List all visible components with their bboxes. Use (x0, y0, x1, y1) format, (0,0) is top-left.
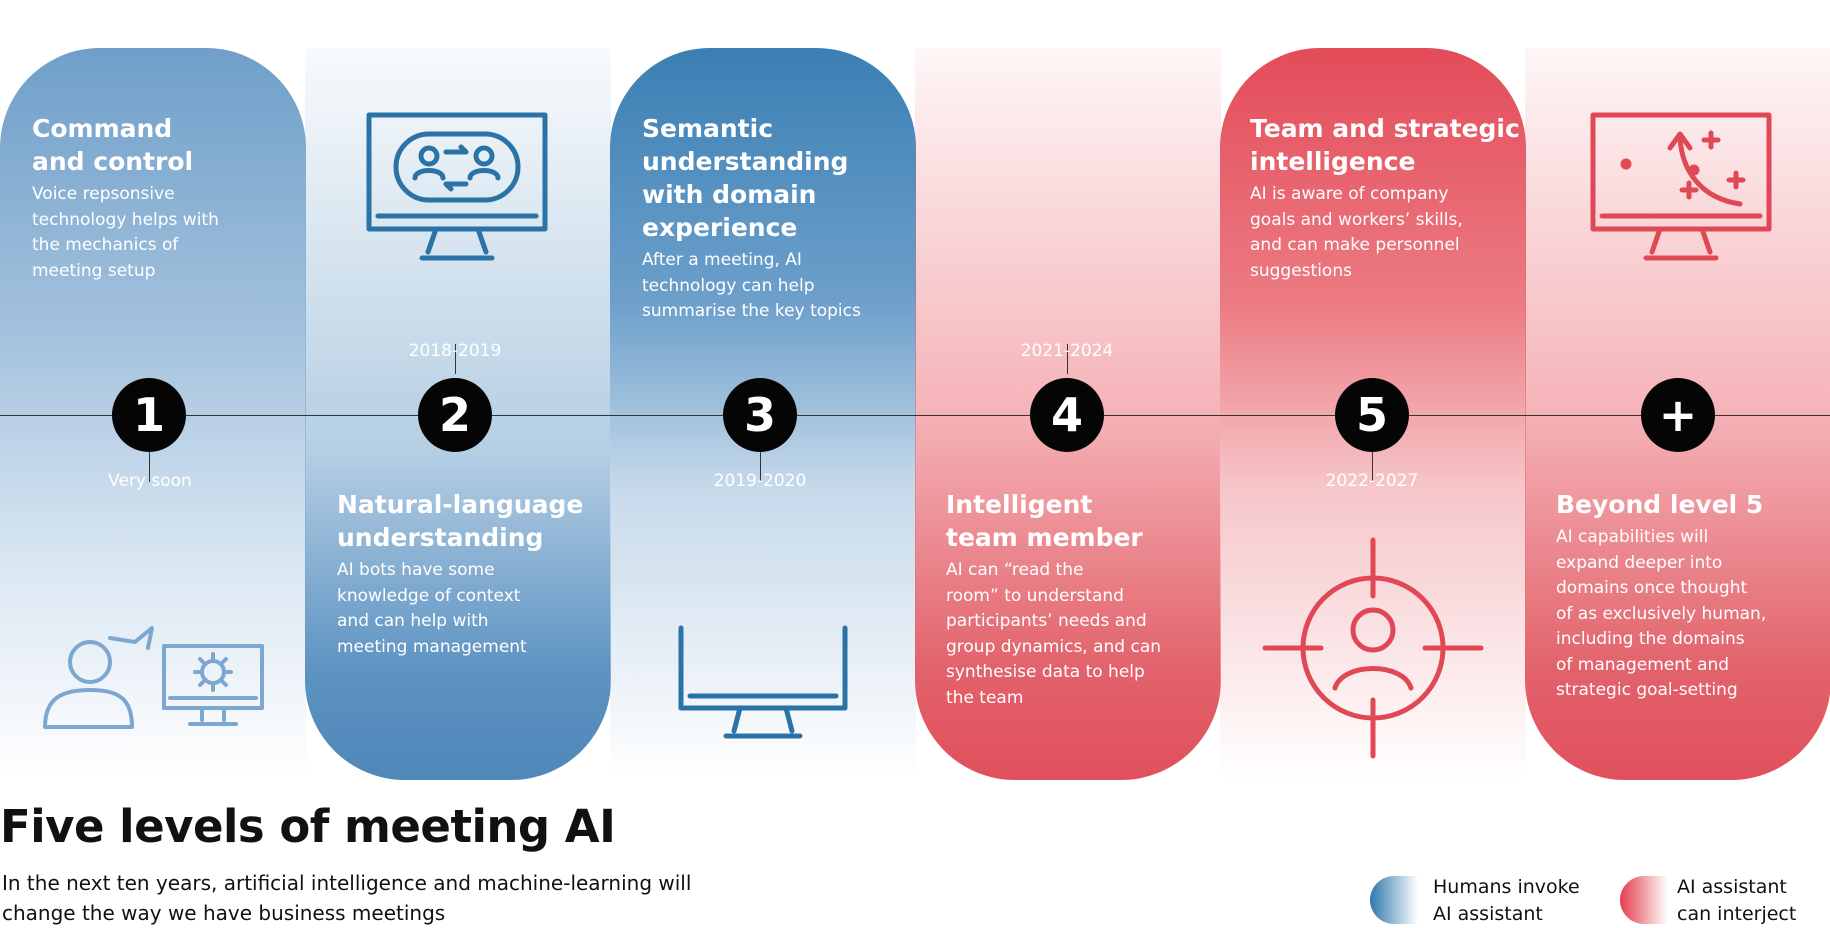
person-speech-computer-gear-icon (43, 626, 264, 729)
level-5-description: AI is aware of company goals and workers… (1250, 184, 1463, 281)
level-1-badge: 1 (112, 378, 186, 452)
level-5-badge: 5 (1335, 378, 1409, 452)
level-3-badge: 3 (723, 378, 797, 452)
level-3-heading: Semantic understanding with domain exper… (642, 114, 849, 242)
tick-5 (1372, 452, 1373, 482)
level-2-badge: 2 (418, 378, 492, 452)
monitor-people-exchange-icon (366, 112, 548, 261)
legend-label-ai-interject: AI assistant can interject (1677, 876, 1797, 925)
level-4-heading: Intelligent team member (946, 490, 1143, 552)
level-plus-badge: + (1641, 378, 1715, 452)
level-1-heading: Command and control (32, 114, 194, 176)
level-5-heading: Team and strategic intelligence (1250, 114, 1520, 176)
level-2-description: AI bots have some knowledge of context a… (337, 560, 527, 657)
timeline-axis (0, 415, 1830, 416)
level-2-card: Natural-language understanding AI bots h… (337, 488, 607, 660)
level-plus-card: Beyond level 5 AI capabilities will expa… (1556, 488, 1826, 704)
level-3-description: After a meeting, AI technology can help … (642, 250, 861, 321)
level-5-card: Team and strategic intelligence AI is aw… (1250, 112, 1530, 284)
tick-4 (1067, 344, 1068, 374)
level-4-card: Intelligent team member AI can “read the… (946, 488, 1216, 711)
level-1-card: Command and control Voice repsonsive tec… (32, 112, 302, 284)
level-2-heading: Natural-language understanding (337, 490, 584, 552)
page-title: Five levels of meeting AI (0, 800, 616, 853)
level-plus-heading: Beyond level 5 (1556, 490, 1764, 519)
date-level-1: Very soon (108, 471, 192, 491)
date-level-2: 2018-2019 (408, 341, 502, 361)
level-4-badge: 4 (1030, 378, 1104, 452)
tick-1 (149, 452, 150, 482)
monitor-icon (678, 625, 848, 739)
tick-2 (455, 344, 456, 374)
legend-label-humans-invoke: Humans invoke AI assistant (1433, 876, 1580, 925)
level-3-card: Semantic understanding with domain exper… (642, 112, 912, 325)
level-plus-description: AI capabilities will expand deeper into … (1556, 527, 1767, 700)
level-1-description: Voice repsonsive technology helps with t… (32, 184, 219, 281)
date-level-3: 2019-2020 (713, 471, 807, 491)
tick-3 (760, 452, 761, 482)
date-level-5: 2022-2027 (1325, 471, 1419, 491)
level-4-description: AI can “read the room” to understand par… (946, 560, 1162, 708)
legend-swatch-red (1620, 876, 1668, 924)
person-target-icon (1262, 537, 1484, 759)
page-subtitle: In the next ten years, artificial intell… (2, 871, 692, 925)
date-level-4: 2021-2024 (1020, 341, 1114, 361)
monitor-strategy-chart-icon (1590, 112, 1772, 261)
legend-swatch-blue (1370, 876, 1418, 924)
